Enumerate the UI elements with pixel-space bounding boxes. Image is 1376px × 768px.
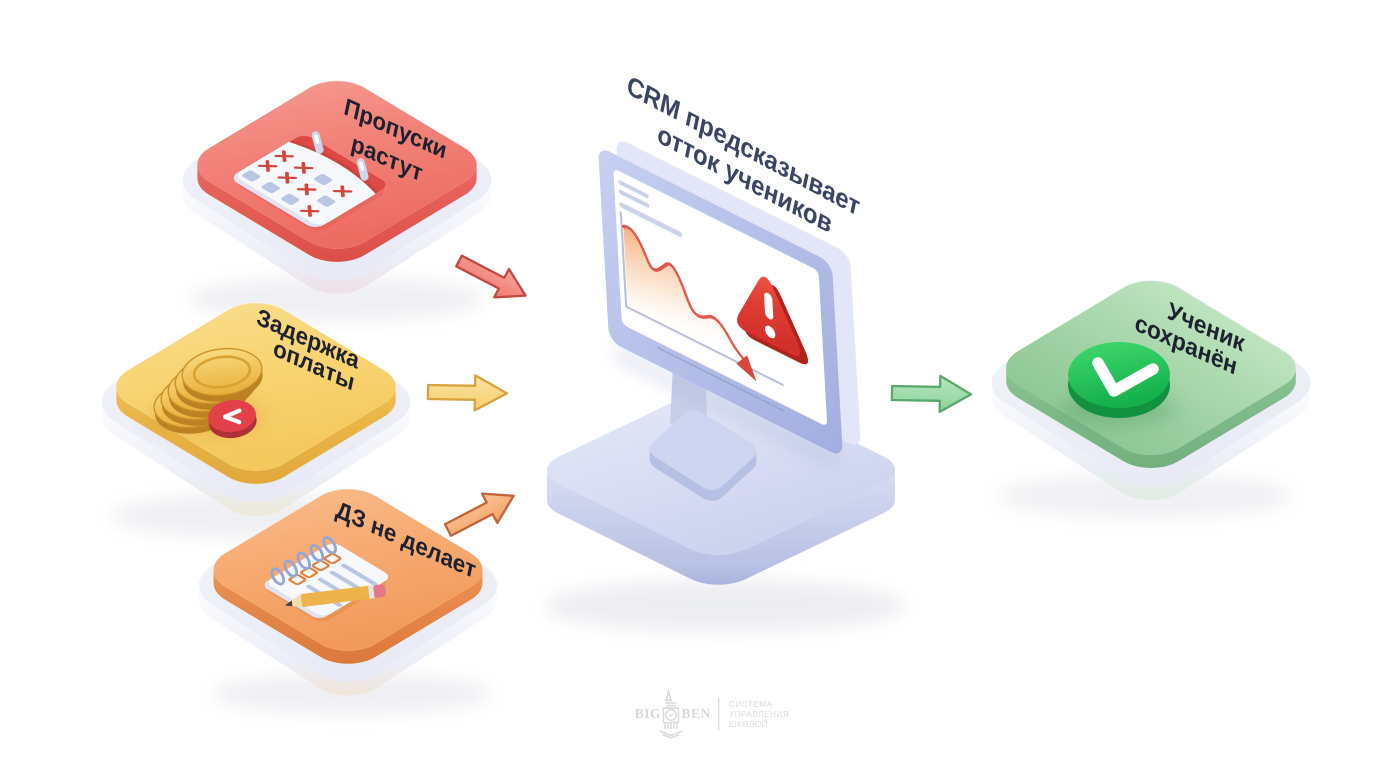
svg-text:BIG: BIG: [635, 706, 661, 721]
svg-text:ШКОЛОЙ: ШКОЛОЙ: [729, 718, 768, 729]
svg-text:УПРАВЛЕНИЯ: УПРАВЛЕНИЯ: [729, 709, 789, 719]
svg-text:BEN: BEN: [682, 706, 711, 721]
svg-text:СИСТЕМА: СИСТЕМА: [729, 699, 773, 709]
